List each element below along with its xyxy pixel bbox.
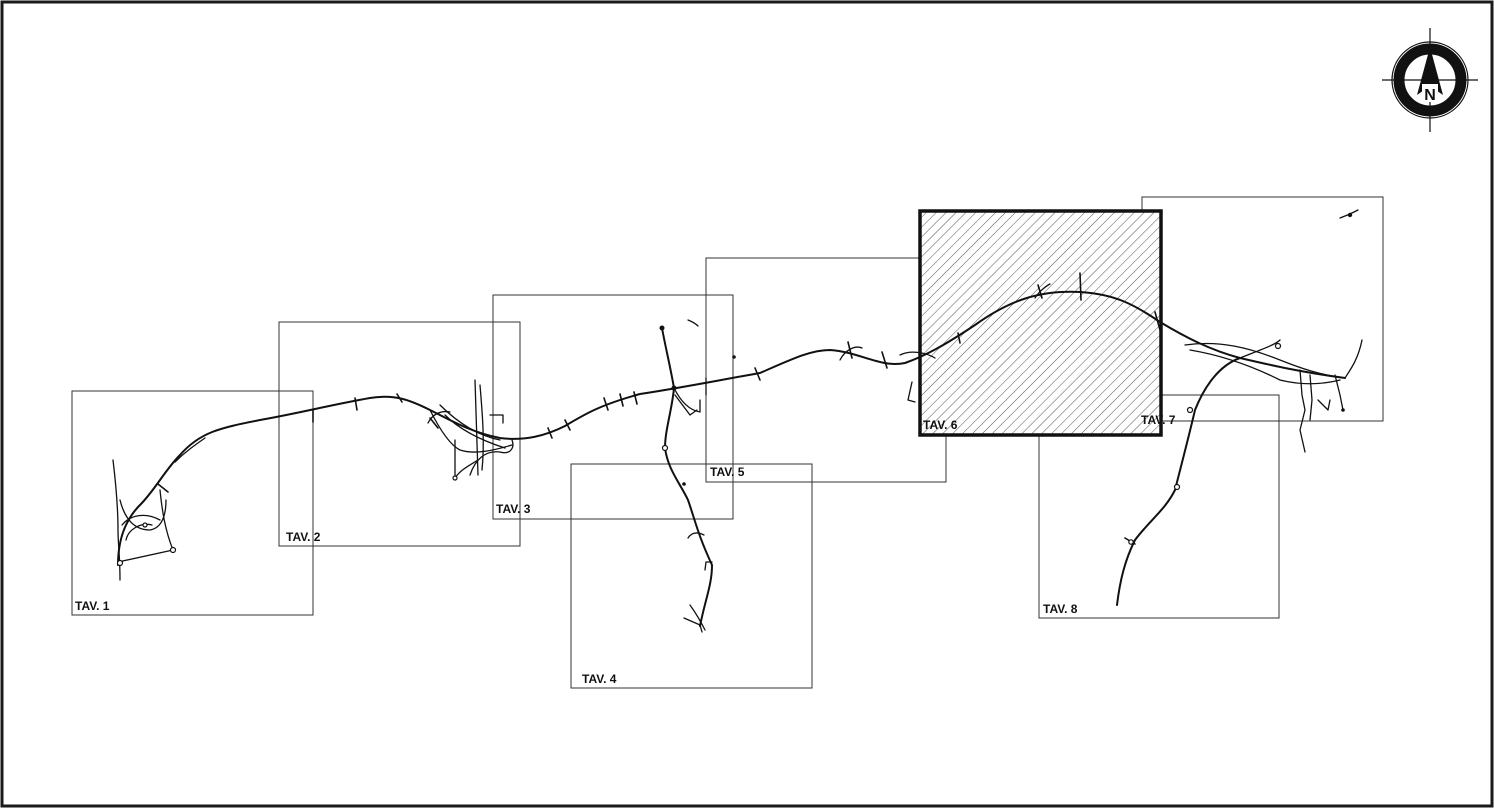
road-network	[112, 209, 1363, 633]
sheet-tile-7[interactable]	[1141, 196, 1384, 422]
main-road-alignment	[117, 290, 1346, 566]
sheet-tile-6-highlighted[interactable]: TAV. 6	[918, 209, 1163, 437]
sheet-tile-2-border	[278, 321, 521, 547]
sheet-tile-4[interactable]: TAV. 4	[570, 463, 813, 689]
sheet-tile-7-border	[1141, 196, 1384, 422]
sheet-tile-2[interactable]: TAV. 2	[278, 321, 521, 547]
compass-letter: N	[1424, 87, 1436, 104]
sheet-tile-5[interactable]: TAV. 5	[705, 257, 947, 483]
sheet-tile-6-border	[918, 209, 1163, 437]
sheet-tile-3-border	[492, 294, 734, 520]
sheet-tile-4-label: TAV. 4	[582, 672, 617, 686]
north-arrow-icon: N	[1382, 28, 1478, 132]
sheet-tile-5-label: TAV. 5	[710, 465, 745, 479]
sheet-tile-3-label: TAV. 3	[496, 502, 531, 516]
sheet-tile-8-label: TAV. 8	[1043, 602, 1078, 616]
south-branch-road	[661, 327, 713, 627]
sheet-tile-6-label: TAV. 6	[923, 418, 958, 432]
sheet-tile-1-label: TAV. 1	[75, 599, 110, 613]
sheet-tile-3[interactable]: TAV. 3	[492, 294, 734, 520]
sheet-tile-7-label: TAV. 7	[1141, 413, 1176, 427]
sheet-tile-1[interactable]: TAV. 1	[71, 390, 314, 616]
sheet-tile-5-border	[705, 257, 947, 483]
sheet-tile-1-border	[71, 390, 314, 616]
southwest-branch-road	[1116, 357, 1241, 606]
sheet-tile-4-border	[570, 463, 813, 689]
sheet-tile-2-label: TAV. 2	[286, 530, 321, 544]
